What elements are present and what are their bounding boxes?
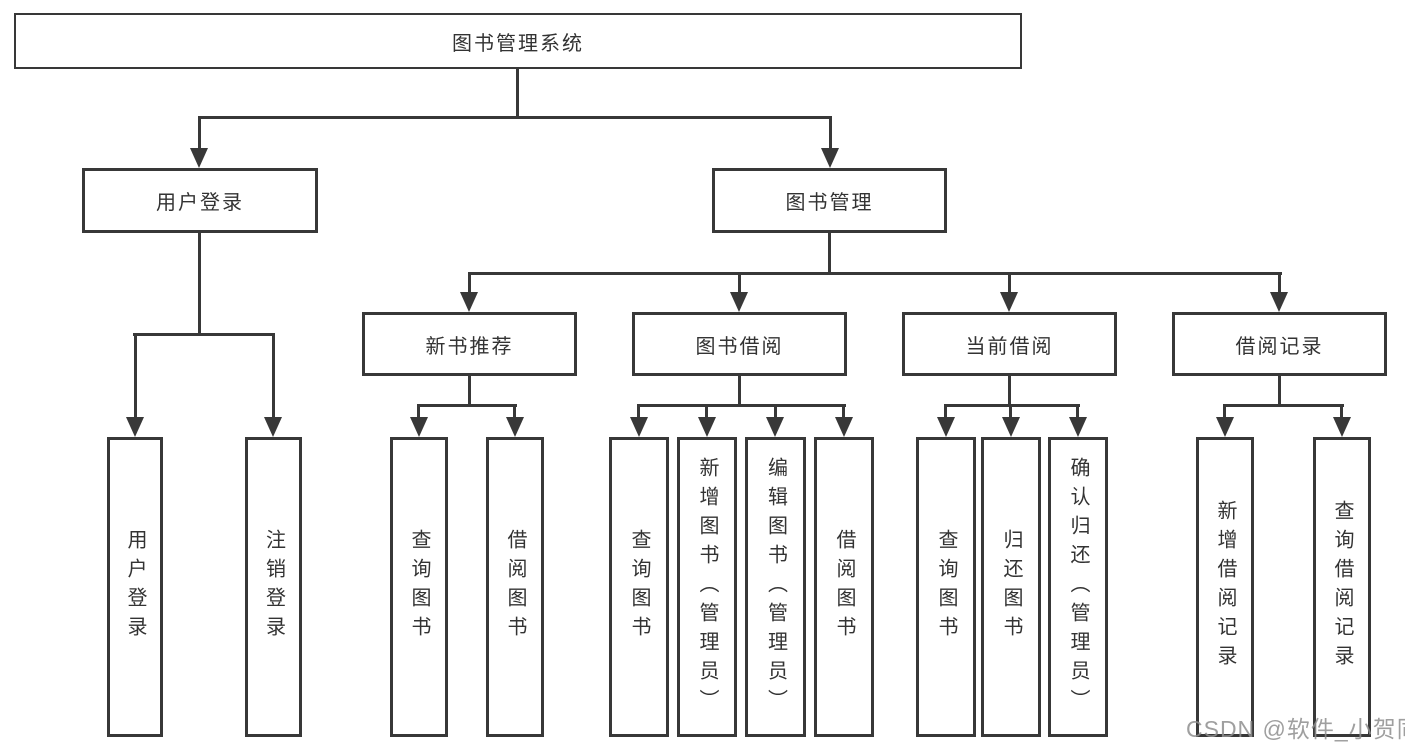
node-label: 查询图书 <box>935 529 957 645</box>
arrow-down-icon <box>1000 292 1018 312</box>
connector-line <box>637 404 846 407</box>
node-leaf-borrow-books: 借阅图书 <box>814 437 874 737</box>
connector-line <box>738 374 741 407</box>
connector-line <box>198 116 832 119</box>
node-label: 图书管理系统 <box>452 32 584 55</box>
node-label: 注销登录 <box>262 529 285 645</box>
csdn-watermark: CSDN @软件_小贺同学 <box>1186 716 1405 742</box>
node-label: 借阅图书 <box>833 529 855 645</box>
node-label: 确认归还（管理员） <box>1067 456 1089 718</box>
connector-line <box>516 67 519 118</box>
connector-line <box>1223 404 1226 419</box>
connector-line <box>468 374 471 407</box>
arrow-down-icon <box>1216 417 1234 437</box>
node-label: 用户登录 <box>156 192 244 214</box>
node-label: 当前借阅 <box>965 335 1054 358</box>
node-leaf-query-books-borrowing: 查询图书 <box>609 437 669 737</box>
arrow-down-icon <box>506 417 524 437</box>
connector-line <box>637 404 640 419</box>
arrow-down-icon <box>730 292 748 312</box>
connector-line <box>944 404 1080 407</box>
arrow-down-icon <box>698 417 716 437</box>
arrow-down-icon <box>835 417 853 437</box>
connector-line <box>272 333 275 419</box>
connector-line <box>1340 404 1343 419</box>
node-user-login: 用户登录 <box>82 168 318 233</box>
node-label: 用户登录 <box>124 529 146 645</box>
node-book-management: 图书管理 <box>712 168 947 233</box>
connector-line <box>134 333 137 419</box>
connector-line <box>1008 374 1011 407</box>
node-leaf-edit-book-admin: 编辑图书（管理员） <box>745 437 806 737</box>
arrow-down-icon <box>410 417 428 437</box>
node-book-borrowing: 图书借阅 <box>632 312 847 376</box>
node-leaf-add-borrow-record: 新增借阅记录 <box>1196 437 1254 737</box>
node-leaf-user-login: 用户登录 <box>107 437 163 737</box>
node-label: 新增图书（管理员） <box>696 456 718 718</box>
node-leaf-query-borrow-record: 查询借阅记录 <box>1313 437 1371 737</box>
connector-line <box>774 404 777 419</box>
arrow-down-icon <box>1270 292 1288 312</box>
connector-line <box>468 272 471 294</box>
node-leaf-return-books: 归还图书 <box>981 437 1041 737</box>
connector-line <box>198 231 201 335</box>
connector-line <box>829 116 832 150</box>
node-leaf-add-book-admin: 新增图书（管理员） <box>677 437 737 737</box>
node-label: 借阅记录 <box>1235 335 1324 358</box>
node-leaf-logout: 注销登录 <box>245 437 302 737</box>
node-borrowing-records: 借阅记录 <box>1172 312 1387 376</box>
connector-line <box>513 404 516 419</box>
node-label: 图书借阅 <box>695 335 784 358</box>
node-label: 查询图书 <box>628 529 650 645</box>
node-label: 编辑图书（管理员） <box>764 456 787 718</box>
connector-line <box>1008 272 1011 294</box>
arrow-down-icon <box>1002 417 1020 437</box>
connector-line <box>828 231 831 275</box>
node-library-system: 图书管理系统 <box>14 13 1022 69</box>
arrow-down-icon <box>264 417 282 437</box>
node-label: 借阅图书 <box>504 529 526 645</box>
node-label: 查询图书 <box>408 529 430 645</box>
node-leaf-query-books-current: 查询图书 <box>916 437 976 737</box>
connector-line <box>1076 404 1079 419</box>
connector-line <box>417 404 420 419</box>
connector-line <box>133 333 275 336</box>
arrow-down-icon <box>766 417 784 437</box>
node-label: 新增借阅记录 <box>1214 500 1236 674</box>
arrow-down-icon <box>460 292 478 312</box>
arrow-down-icon <box>630 417 648 437</box>
connector-line <box>1278 374 1281 407</box>
connector-line <box>738 272 741 294</box>
arrow-down-icon <box>190 148 208 168</box>
arrow-down-icon <box>1069 417 1087 437</box>
connector-line <box>705 404 708 419</box>
node-label: 新书推荐 <box>425 335 514 358</box>
node-leaf-query-books-recommend: 查询图书 <box>390 437 448 737</box>
arrow-down-icon <box>937 417 955 437</box>
arrow-down-icon <box>126 417 144 437</box>
node-label: 图书管理 <box>785 192 874 214</box>
connector-line <box>944 404 947 419</box>
connector-line <box>1278 272 1281 294</box>
connector-line <box>417 404 517 407</box>
arrow-down-icon <box>821 148 839 168</box>
connector-line <box>842 404 845 419</box>
arrow-down-icon <box>1333 417 1351 437</box>
node-label: 查询借阅记录 <box>1331 500 1353 674</box>
node-leaf-confirm-return-admin: 确认归还（管理员） <box>1048 437 1108 737</box>
node-label: 归还图书 <box>1000 529 1022 645</box>
connector-line <box>468 272 1282 275</box>
connector-line <box>198 116 201 150</box>
node-leaf-borrow-books-recommend: 借阅图书 <box>486 437 544 737</box>
connector-line <box>1009 404 1012 419</box>
node-new-book-recommend: 新书推荐 <box>362 312 577 376</box>
connector-line <box>1223 404 1344 407</box>
node-current-borrowing: 当前借阅 <box>902 312 1117 376</box>
